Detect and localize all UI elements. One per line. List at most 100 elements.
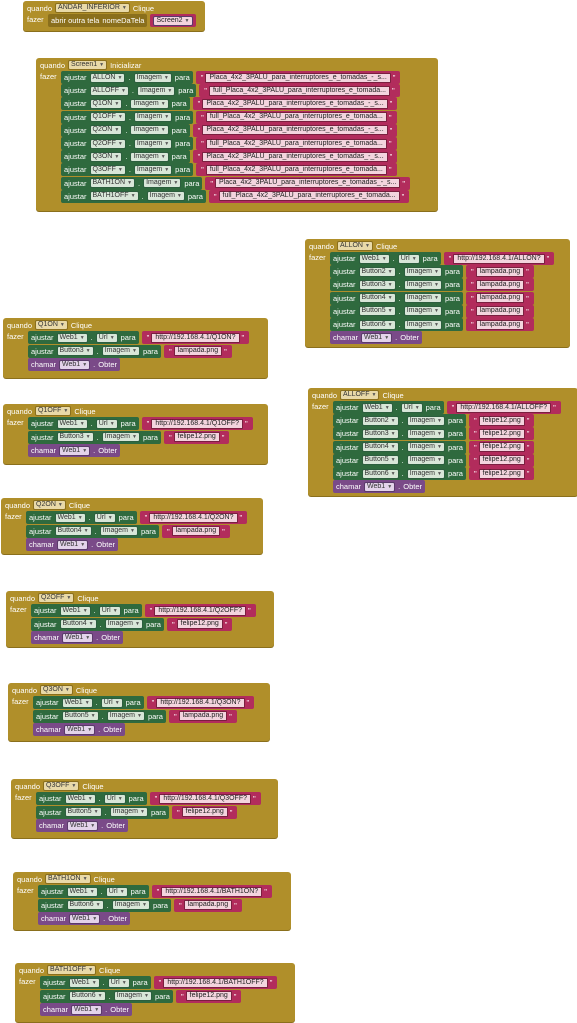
event-screen1-initialize[interactable]: quando Screen1▼ Inicializar fazer ajusta… bbox=[36, 58, 438, 211]
text-block[interactable]: "http://192.168.4.1/ALLON?" bbox=[443, 252, 555, 265]
text-block[interactable]: "http://192.168.4.1/Q3ON?" bbox=[146, 696, 255, 709]
text-block[interactable]: "full_Placa_4x2_3PALU_para_interruptores… bbox=[208, 189, 410, 203]
component-dropdown[interactable]: ALLOFF▼ bbox=[340, 390, 380, 400]
component-dropdown[interactable]: Imagem▼ bbox=[403, 306, 442, 317]
event-andar-inferior-click[interactable]: quando ANDAR_INFERIOR▼ Clique fazer abri… bbox=[23, 1, 205, 31]
component-dropdown[interactable]: Url▼ bbox=[105, 886, 128, 897]
screen-dropdown[interactable]: Screen2▼ bbox=[153, 15, 193, 26]
text-block[interactable]: "felipe12.png" bbox=[171, 805, 238, 819]
text-block[interactable]: "lampada.png" bbox=[465, 291, 534, 305]
component-dropdown[interactable]: Imagem▼ bbox=[101, 346, 140, 356]
component-dropdown[interactable]: Imagem▼ bbox=[406, 455, 445, 466]
component-dropdown[interactable]: Button3▼ bbox=[358, 279, 396, 290]
component-dropdown[interactable]: Q1ON▼ bbox=[89, 98, 123, 109]
component-dropdown[interactable]: Imagem▼ bbox=[143, 178, 182, 189]
component-dropdown[interactable]: Q2OFF▼ bbox=[38, 593, 75, 603]
text-block[interactable]: "felipe12.png" bbox=[175, 989, 242, 1003]
text-block[interactable]: "felipe12.png" bbox=[468, 467, 535, 480]
component-dropdown[interactable]: Button2▼ bbox=[358, 266, 396, 277]
text-block[interactable]: "Placa_4x2_3PALU_para_interruptores_e_to… bbox=[192, 150, 398, 164]
text-block[interactable]: "full_Placa_4x2_3PALU_para_interruptores… bbox=[199, 84, 400, 98]
component-dropdown[interactable]: Web1▼ bbox=[64, 724, 96, 735]
component-dropdown[interactable]: Imagem▼ bbox=[137, 85, 176, 96]
text-block[interactable]: "lampada.png" bbox=[465, 318, 534, 331]
component-dropdown[interactable]: Q2OFF▼ bbox=[89, 138, 126, 149]
component-dropdown[interactable]: Imagem▼ bbox=[130, 98, 169, 109]
component-dropdown[interactable]: Web1▼ bbox=[67, 820, 99, 831]
component-dropdown[interactable]: Q3OFF▼ bbox=[89, 164, 126, 175]
text-block[interactable]: "http://192.168.4.1/ALLOFF?" bbox=[446, 401, 561, 414]
text-block[interactable]: "felipe12.png" bbox=[166, 617, 233, 631]
text-block[interactable]: "http://192.168.4.1/Q1ON?" bbox=[141, 331, 250, 344]
text-block[interactable]: "http://192.168.4.1/Q1OFF?" bbox=[141, 417, 253, 430]
text-block[interactable]: "http://192.168.4.1/BATH1OFF?" bbox=[153, 976, 278, 989]
component-dropdown[interactable]: Button2▼ bbox=[361, 415, 399, 426]
component-dropdown[interactable]: Imagem▼ bbox=[106, 711, 145, 721]
component-dropdown[interactable]: Web1▼ bbox=[68, 977, 100, 988]
component-dropdown[interactable]: Imagem▼ bbox=[133, 138, 173, 149]
component-dropdown[interactable]: Imagem▼ bbox=[403, 319, 442, 330]
component-dropdown[interactable]: Imagem▼ bbox=[133, 164, 173, 175]
component-dropdown[interactable]: Web1▼ bbox=[66, 886, 98, 897]
text-block[interactable]: "lampada.png" bbox=[173, 898, 242, 912]
component-dropdown[interactable]: Web1▼ bbox=[64, 793, 96, 804]
text-block[interactable]: "full_Placa_4x2_3PALU_para_interruptores… bbox=[196, 163, 397, 177]
component-dropdown[interactable]: Button5▼ bbox=[64, 807, 102, 817]
component-dropdown[interactable]: Button4▼ bbox=[361, 442, 399, 453]
text-block[interactable]: "http://192.168.4.1/BATH1ON?" bbox=[151, 885, 272, 898]
component-dropdown[interactable]: Button4▼ bbox=[54, 526, 92, 536]
component-dropdown[interactable]: Imagem▼ bbox=[101, 432, 140, 442]
text-block[interactable]: "lampada.png" bbox=[465, 304, 534, 318]
component-dropdown[interactable]: Web1▼ bbox=[361, 332, 393, 343]
text-block[interactable]: "Placa_4x2_3PALU_para_interruptores_e_to… bbox=[192, 123, 398, 137]
component-dropdown[interactable]: Url▼ bbox=[95, 418, 118, 429]
text-block[interactable]: "http://192.168.4.1/Q2ON?" bbox=[139, 511, 248, 524]
component-dropdown[interactable]: Imagem▼ bbox=[99, 526, 138, 536]
text-block[interactable]: "felipe12.png" bbox=[468, 427, 535, 441]
text-block[interactable]: "Placa_4x2_3PALU_para_interruptores_e_to… bbox=[195, 71, 401, 84]
text-block[interactable]: "http://192.168.4.1/Q3OFF?" bbox=[149, 792, 261, 805]
component-dropdown[interactable]: Button6▼ bbox=[68, 991, 106, 1001]
component-dropdown[interactable]: Web1▼ bbox=[364, 481, 396, 492]
component-dropdown[interactable]: Web1▼ bbox=[59, 445, 91, 456]
component-dropdown[interactable]: Imagem▼ bbox=[109, 807, 148, 817]
component-dropdown[interactable]: Button3▼ bbox=[56, 432, 94, 442]
text-block[interactable]: "felipe12.png" bbox=[468, 440, 535, 454]
component-dropdown[interactable]: ANDAR_INFERIOR▼ bbox=[55, 3, 130, 13]
text-block[interactable]: "lampada.png" bbox=[168, 709, 237, 723]
component-dropdown[interactable]: Q1OFF▼ bbox=[89, 112, 126, 123]
text-block[interactable]: "felipe12.png" bbox=[468, 453, 535, 467]
text-block[interactable]: "full_Placa_4x2_3PALU_para_interruptores… bbox=[196, 110, 397, 124]
component-dropdown[interactable]: Q2ON▼ bbox=[33, 500, 66, 510]
